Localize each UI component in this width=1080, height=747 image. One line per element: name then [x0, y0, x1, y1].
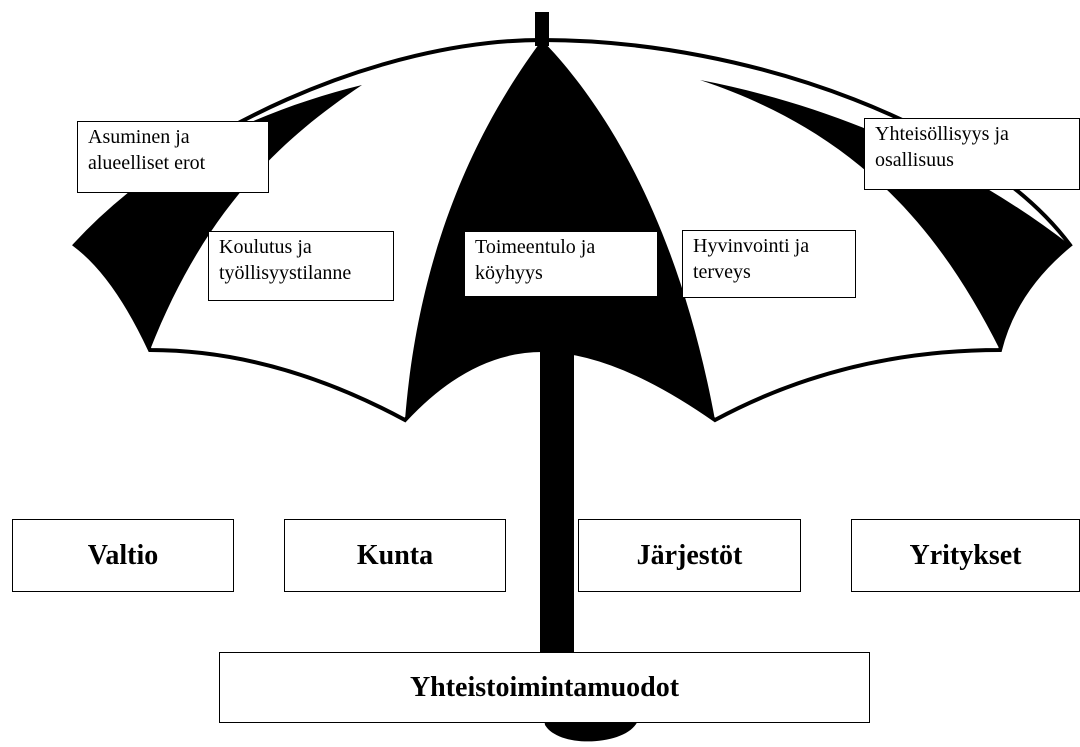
actor-yritykset: Yritykset: [851, 519, 1080, 592]
topic-asuminen: Asuminen ja alueelliset erot: [77, 121, 269, 193]
umbrella-panel-left: [75, 85, 362, 350]
topic-toimeentulo: Toimeentulo ja köyhyys: [464, 231, 658, 297]
topic-koulutus: Koulutus ja työllisyystilanne: [208, 231, 394, 301]
actor-kunta: Kunta: [284, 519, 506, 592]
actor-jarjestot: Järjestöt: [578, 519, 801, 592]
actor-valtio: Valtio: [12, 519, 234, 592]
umbrella-panel-right: [700, 80, 1070, 350]
umbrella-shaft: [540, 350, 574, 695]
topic-yhteisollisyys: Yhteisöllisyys ja osallisuus: [864, 118, 1080, 190]
umbrella-panel-center: [405, 40, 715, 420]
cooperation-box: Yhteistoimintamuodot: [219, 652, 870, 723]
topic-hyvinvointi: Hyvinvointi ja terveys: [682, 230, 856, 298]
umbrella-tip: [535, 12, 549, 46]
